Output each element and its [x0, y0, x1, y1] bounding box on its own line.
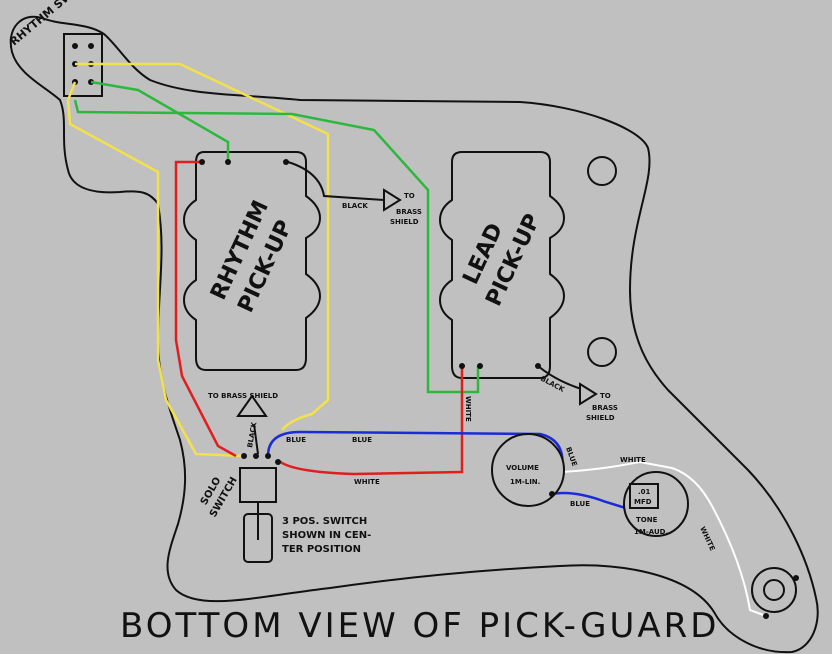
- tone-capacitor: [629, 483, 659, 509]
- red-wires: [174, 160, 464, 476]
- rhythm-pickup: [182, 151, 322, 371]
- to-brass-shield-1-l2: BRASS: [396, 208, 422, 216]
- to-brass-shield-2-l2: BRASS: [592, 404, 618, 412]
- blue-label-4: BLUE: [570, 500, 590, 508]
- arrow-head-1: [383, 188, 402, 212]
- mount-hole-upper: [587, 156, 617, 186]
- blue-label-1: BLUE: [286, 436, 306, 444]
- mount-hole-lower: [587, 337, 617, 367]
- diagram-title: BOTTOM VIEW OF PICK-GUARD: [120, 606, 720, 646]
- lead-pickup: [438, 151, 566, 379]
- white-solo-label: WHITE: [354, 478, 380, 486]
- volume-pot: [491, 433, 565, 507]
- yellow-wires: [66, 62, 330, 458]
- output-jack-lug-2: [793, 575, 799, 581]
- output-jack-inner: [763, 579, 785, 601]
- tone-label-1: TONE: [636, 516, 658, 524]
- volume-pot-lug: [549, 491, 555, 497]
- tone-label-2: 1M-AUD.: [634, 528, 668, 536]
- to-brass-shield-2-l1: TO: [600, 392, 611, 400]
- volume-label-2: 1M-LIN.: [510, 478, 540, 486]
- note-line-2: SHOWN IN CEN-: [282, 530, 371, 541]
- pickup-terminals: [199, 159, 541, 369]
- note-line-3: TER POSITION: [282, 544, 361, 555]
- to-brass-shield-1-l1: TO: [404, 192, 415, 200]
- white-lead-label: WHITE: [464, 396, 472, 422]
- tone-cap-label-2: MFD: [634, 498, 652, 506]
- arrow-head-3: [236, 394, 268, 417]
- note-line-1: 3 POS. SWITCH: [282, 516, 367, 527]
- to-brass-shield-2-l3: SHIELD: [586, 414, 615, 422]
- output-jack-lug: [763, 613, 769, 619]
- white-tone-label: WHITE: [620, 456, 646, 464]
- blue-label-2: BLUE: [352, 436, 372, 444]
- white-wires: [561, 460, 767, 617]
- arrow-head-2: [579, 382, 598, 406]
- to-brass-shield-3: TO BRASS SHIELD: [208, 392, 278, 400]
- volume-label-1: VOLUME: [506, 464, 539, 472]
- to-brass-shield-1-l3: SHIELD: [390, 218, 419, 226]
- solo-switch: [239, 453, 281, 563]
- black-label-1: BLACK: [342, 202, 368, 210]
- tone-cap-label-1: .01: [638, 488, 651, 496]
- green-wires: [73, 80, 480, 394]
